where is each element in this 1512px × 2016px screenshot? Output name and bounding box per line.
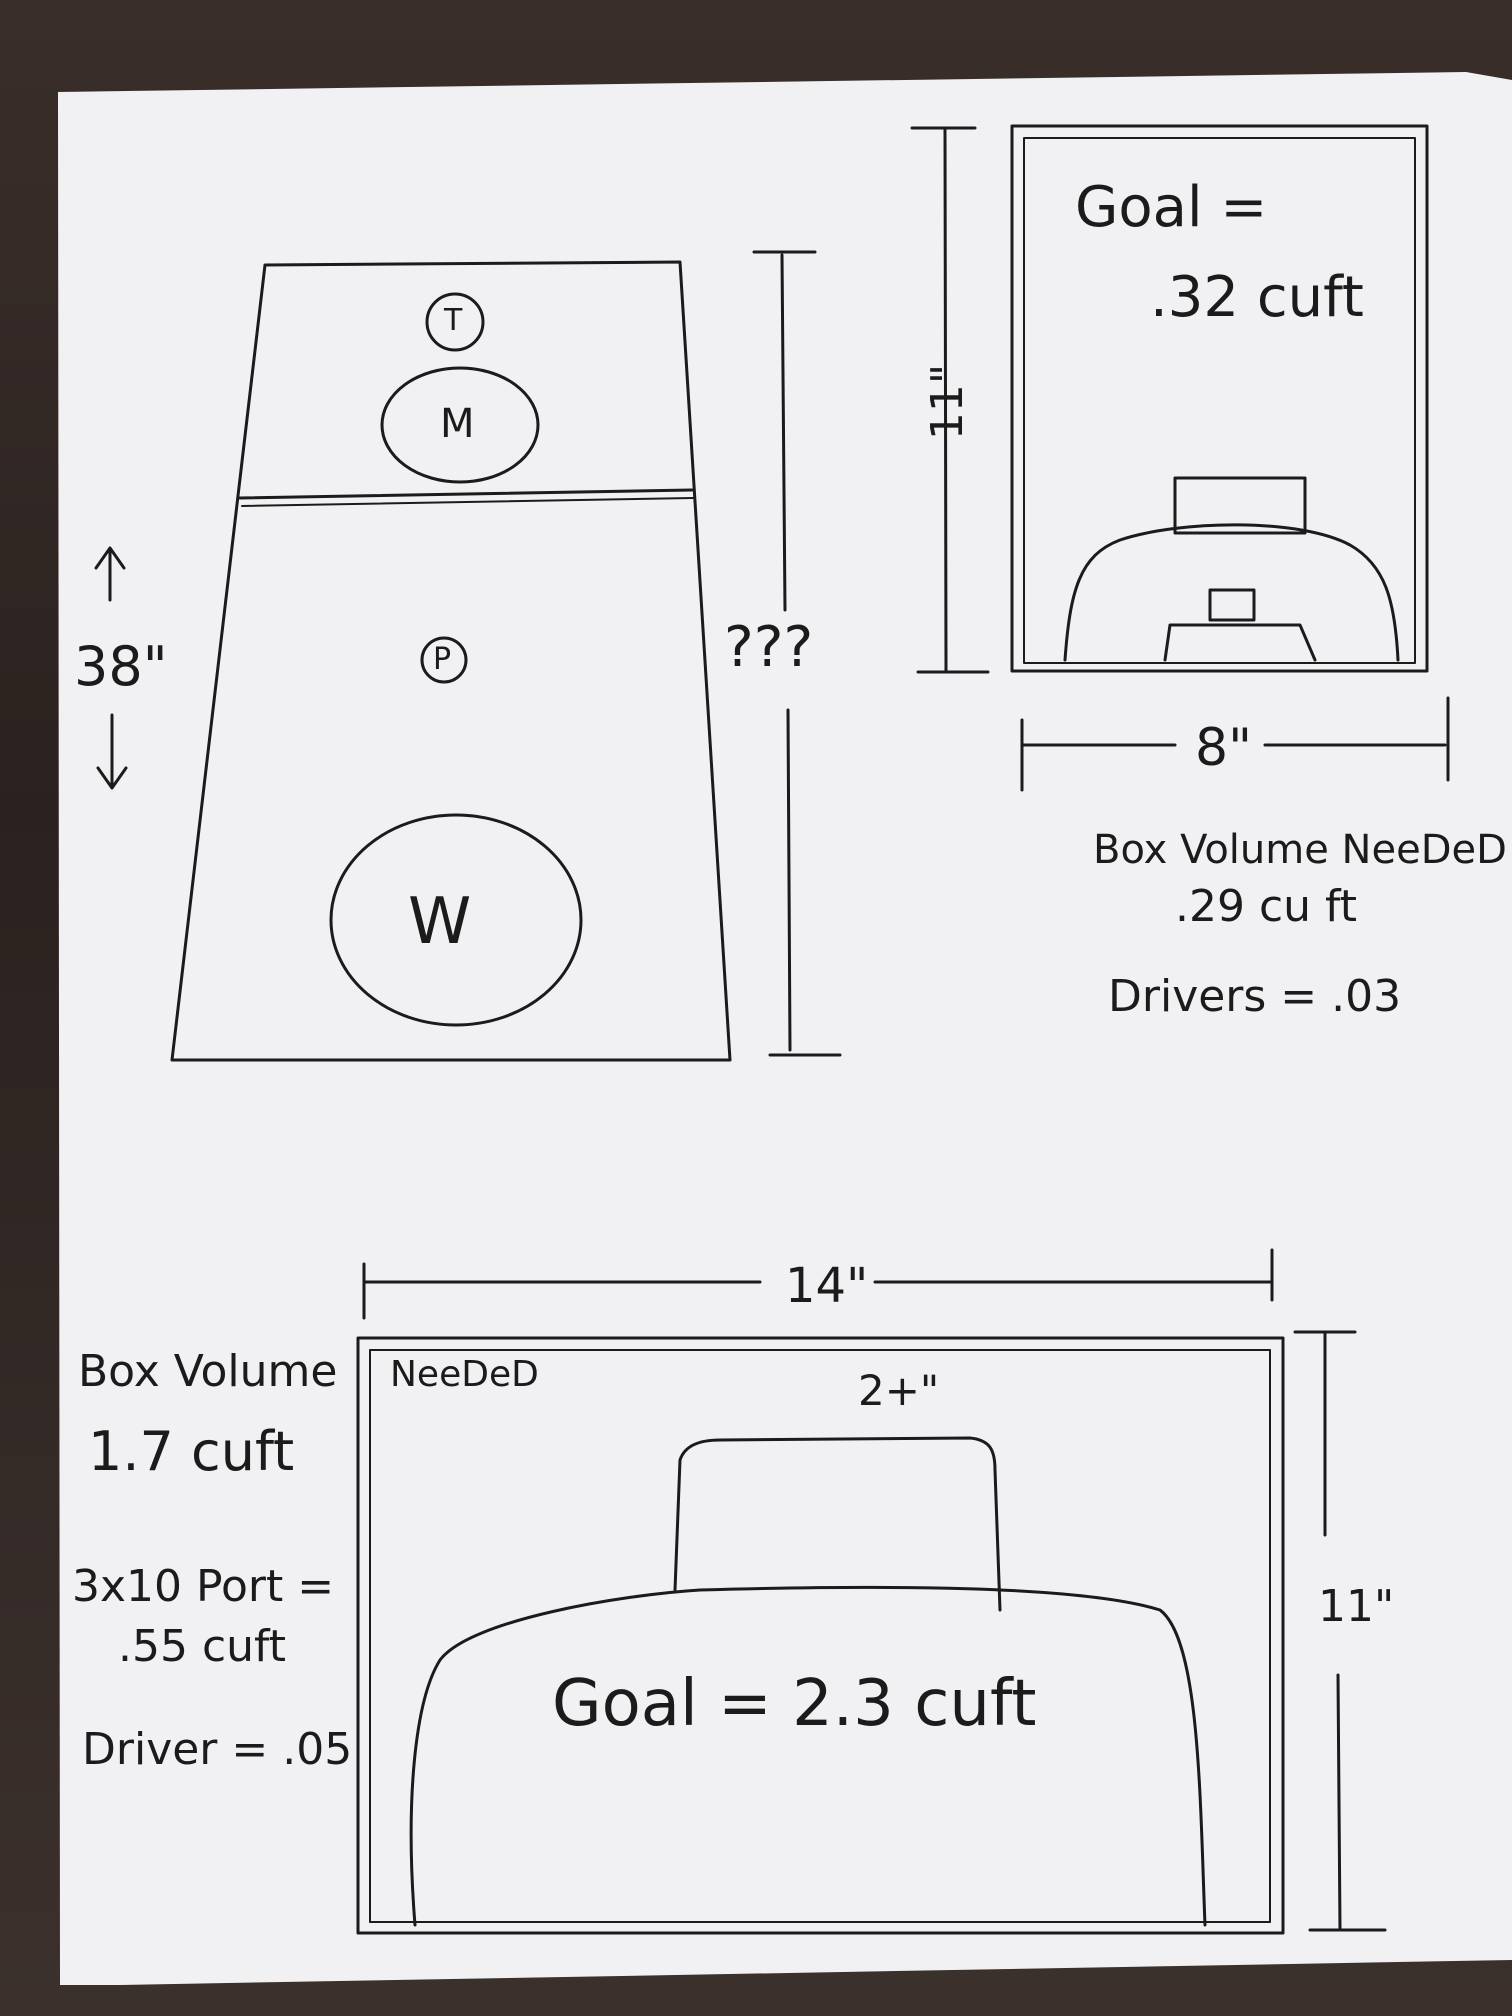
woofer-circle <box>329 813 583 1027</box>
mid-box-volume-line1: Box Volume NeeDeD <box>1093 827 1507 873</box>
woofer-box-port-line2: .55 cuft <box>118 1621 287 1672</box>
woofer-box-goal-label: Goal = 2.3 cuft <box>552 1667 1037 1741</box>
mid-box-width-label: 8" <box>1195 718 1253 778</box>
woofer-box-driver-size-label: 2+" <box>858 1366 940 1415</box>
tweeter-label: T <box>444 303 463 338</box>
mid-box-goal-line2: .32 cuft <box>1150 265 1364 330</box>
port-label: P <box>433 642 452 677</box>
height-label: 38" <box>74 635 168 698</box>
woofer-box-volume-line1-left: Box Volume <box>78 1346 338 1397</box>
tweeter-circle <box>425 292 485 352</box>
woofer-box-volume-line1-right: NeeDeD <box>390 1354 539 1395</box>
woofer-box-outline <box>356 1336 1285 1935</box>
mid-box-volume-line2: .29 cu ft <box>1175 881 1357 932</box>
paper-sheet <box>58 72 1512 1985</box>
mid-box-driver-shape <box>1063 523 1400 662</box>
woofer-box-height-line-bottom <box>1336 1673 1342 1932</box>
midrange-circle <box>380 366 540 484</box>
unknown-height-label: ??? <box>724 615 814 680</box>
unknown-height-line-top <box>780 253 787 612</box>
front-view-outline <box>170 260 732 1062</box>
port-circle <box>420 636 468 684</box>
mid-box-height-label: 11" <box>922 363 974 441</box>
front-view-divider <box>238 488 694 500</box>
mid-box-goal-line1: Goal = <box>1075 175 1268 240</box>
mid-box-outline <box>1010 124 1429 673</box>
woofer-box-volume-line2: 1.7 cuft <box>88 1420 295 1483</box>
woofer-box-height-label: 11" <box>1318 1581 1395 1632</box>
woofer-box-driver-line: Driver = .05 <box>82 1724 353 1775</box>
woofer-box-width-label: 14" <box>785 1258 869 1314</box>
woofer-box-port-line1: 3x10 Port = <box>72 1561 335 1612</box>
mid-box-height-line <box>943 128 948 672</box>
mid-box-drivers-line: Drivers = .03 <box>1108 971 1402 1022</box>
woofer-label: W <box>408 885 472 959</box>
midrange-label: M <box>440 401 475 447</box>
woofer-box-driver-shape <box>409 1585 1207 1927</box>
unknown-height-line-bottom <box>786 708 792 1052</box>
